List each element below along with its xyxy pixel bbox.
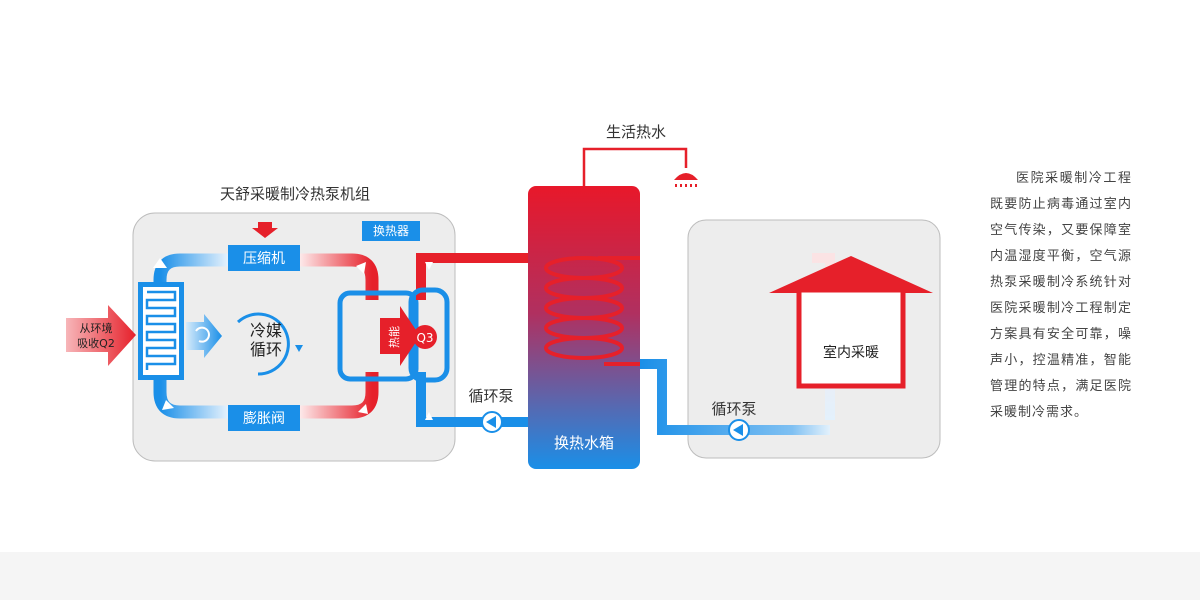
- description-text: 医院采暖制冷工程既要防止病毒通过室内空气传染，又要保障室内温湿度平衡，空气源热泵…: [990, 171, 1132, 420]
- compressor-label: 压缩机: [243, 251, 285, 267]
- expansion-valve-box: [228, 405, 300, 431]
- cycle-label-line2: 循环: [250, 340, 282, 359]
- corner-arrow-bottom-right: [358, 404, 368, 414]
- cycle-label-line1: 冷媒: [250, 321, 282, 340]
- q3-badge: [413, 325, 437, 349]
- domestic-hot-water-label: 生活热水: [606, 123, 666, 141]
- evaporator-coil: [138, 282, 184, 380]
- compressor-box: [228, 245, 300, 271]
- compressor-input-arrow: [252, 222, 278, 238]
- pump-left-label: 循环泵: [468, 387, 513, 405]
- refresh-icon: [195, 326, 210, 343]
- heat-exchanger-tag: [362, 221, 420, 241]
- loop-arrow-top: [425, 262, 433, 270]
- unit-title: 天舒采暖制冷热泵机组: [220, 185, 370, 203]
- corner-arrow-top-right: [356, 262, 366, 274]
- heat-exchanger-label: 换热器: [373, 224, 409, 238]
- tank-coil: [544, 256, 640, 366]
- pump-right-label: 循环泵: [711, 400, 756, 418]
- ambient-label-line1: 从环境: [80, 321, 113, 335]
- shower-head-icon: [674, 173, 698, 187]
- heat-energy-arrow: [380, 306, 420, 366]
- hot-water-pipe: [582, 147, 688, 188]
- expansion-valve-label: 膨胀阀: [243, 410, 285, 427]
- heat-energy-label: 热能: [387, 326, 401, 348]
- coil-output-arrow: [186, 314, 222, 358]
- ambient-heat-arrow: [66, 305, 136, 366]
- refrigerant-loop: [153, 253, 379, 419]
- house-icon: [769, 256, 933, 389]
- footer-band: [0, 552, 1200, 600]
- cycle-arrowhead-icon: [295, 345, 303, 352]
- q3-label: Q3: [416, 331, 433, 345]
- pump-left-arrow-icon: [486, 416, 496, 428]
- tank-label: 换热水箱: [554, 434, 614, 452]
- corner-arrow-bottom-left: [162, 400, 174, 410]
- loop-arrow-bottom: [425, 412, 433, 420]
- ambient-label-line2: 吸收Q2: [77, 336, 115, 350]
- cycle-arc-icon: [236, 312, 290, 376]
- pump-right-arrow-icon: [733, 424, 743, 436]
- indoor-heating-label: 室内采暖: [823, 344, 879, 361]
- corner-arrow-top-left: [153, 258, 167, 268]
